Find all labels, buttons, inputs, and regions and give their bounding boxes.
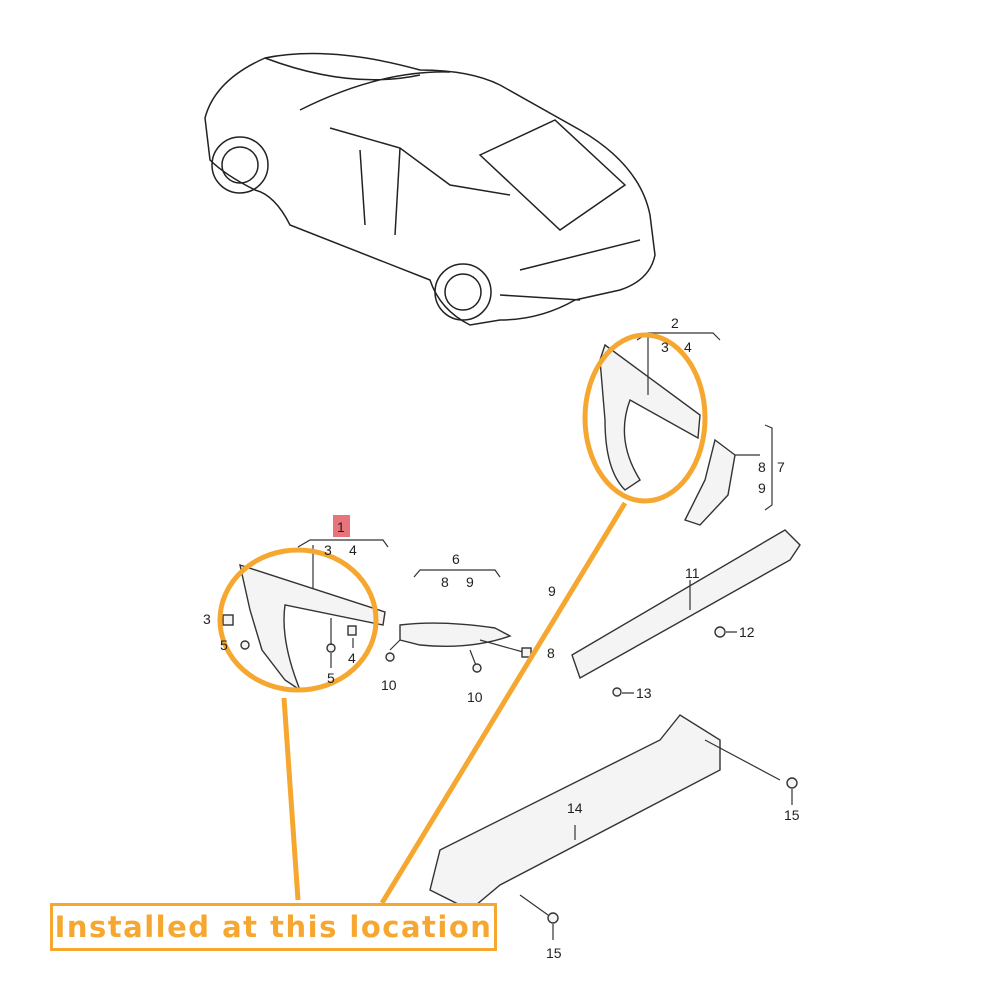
nut-4 — [347, 625, 357, 636]
label-4[interactable]: 4 — [348, 650, 356, 666]
label-12[interactable]: 12 — [739, 624, 755, 640]
label-10[interactable]: 10 — [467, 689, 483, 705]
label-2[interactable]: 2 — [671, 315, 679, 331]
label-15[interactable]: 15 — [784, 807, 800, 823]
label-3[interactable]: 3 — [203, 611, 211, 627]
label-8[interactable]: 8 — [758, 459, 766, 475]
label-14[interactable]: 14 — [567, 800, 583, 816]
label-6[interactable]: 6 — [452, 551, 460, 567]
label-5[interactable]: 5 — [220, 637, 228, 653]
part-7-guide — [684, 424, 773, 526]
label-5[interactable]: 5 — [327, 670, 335, 686]
highlight-circle-left — [217, 547, 379, 693]
highlight-circle-right — [582, 332, 708, 504]
part-14-bumper-beam — [429, 714, 798, 940]
part-6-guide — [385, 569, 532, 673]
label-4[interactable]: 4 — [684, 339, 692, 355]
label-9[interactable]: 9 — [758, 480, 766, 496]
label-9[interactable]: 9 — [466, 574, 474, 590]
callout-leaders — [281, 501, 628, 905]
label-1[interactable]: 1 — [337, 519, 345, 535]
label-13[interactable]: 13 — [636, 685, 652, 701]
label-8[interactable]: 8 — [441, 574, 449, 590]
part-labels: 1 3 4 3 5 5 4 6 8 9 9 8 10 10 2 3 4 7 8 … — [203, 315, 800, 961]
label-3[interactable]: 3 — [324, 542, 332, 558]
label-7[interactable]: 7 — [777, 459, 785, 475]
part-2-bracket — [599, 332, 721, 491]
car-illustration — [204, 52, 656, 326]
label-15[interactable]: 15 — [546, 945, 562, 961]
part-1-bracket — [222, 539, 389, 692]
clip-3 — [222, 614, 234, 626]
label-11[interactable]: 11 — [685, 565, 700, 581]
installed-location-callout: Installed at this location — [50, 903, 497, 951]
label-3[interactable]: 3 — [661, 339, 669, 355]
highlighted-part-marker — [333, 515, 350, 537]
label-4[interactable]: 4 — [349, 542, 357, 558]
label-8[interactable]: 8 — [547, 645, 555, 661]
part-11-carrier — [571, 529, 801, 697]
label-9[interactable]: 9 — [548, 583, 556, 599]
label-10[interactable]: 10 — [381, 677, 397, 693]
